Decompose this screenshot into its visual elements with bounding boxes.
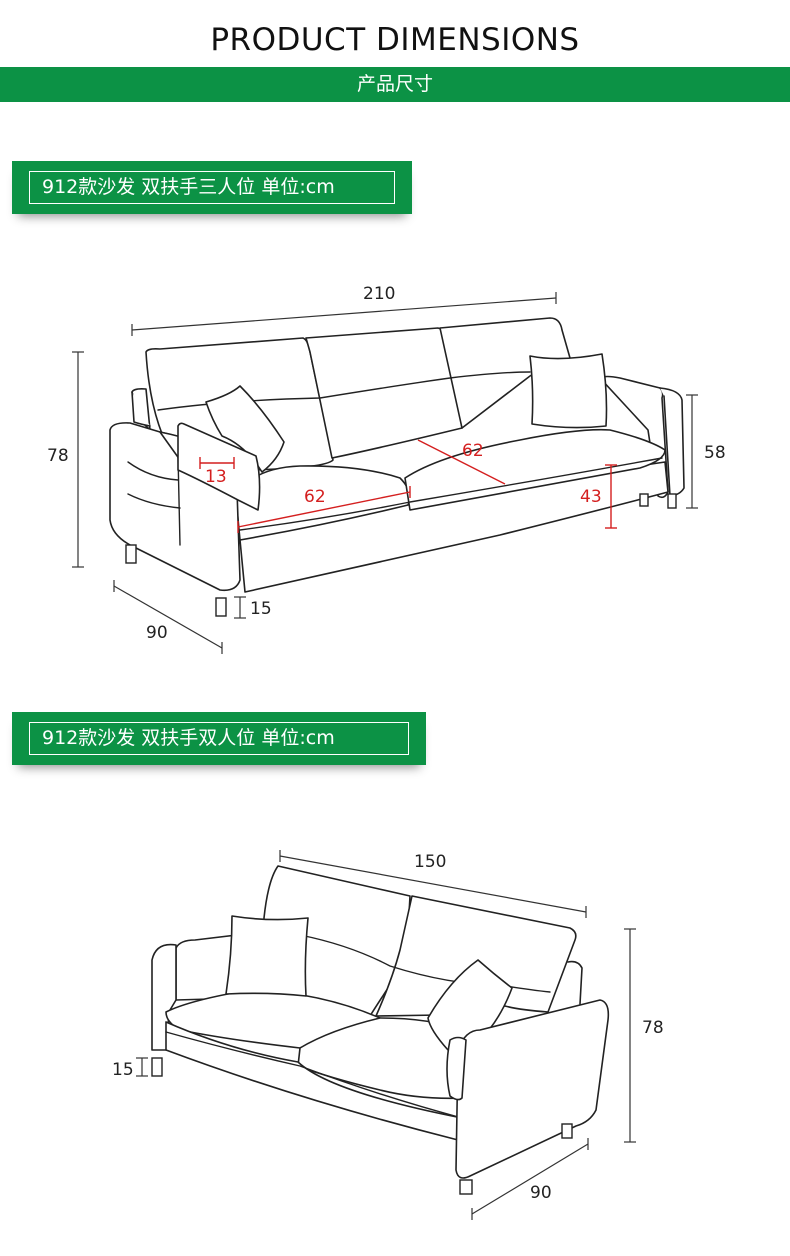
three-seat-depth-label: 90 (146, 623, 168, 643)
leg-right-2 (561, 1123, 573, 1139)
two-seat-section-tag: 912款沙发 双扶手双人位 单位:cm (12, 712, 426, 765)
pillow-left (205, 385, 285, 473)
leg-left-front (125, 544, 137, 564)
two-seat-width-label: 150 (414, 852, 446, 872)
back-cushion-middle (305, 327, 463, 459)
three-seat-seat-depth-label: 62 (462, 441, 484, 461)
right-arm (599, 375, 669, 499)
two-seat-depth-label: 90 (530, 1183, 552, 1203)
leg-front-2 (459, 1179, 473, 1195)
two-seat-dimensions: 150 78 90 15 (112, 850, 664, 1220)
three-seat-sofa-drawing (109, 317, 685, 617)
three-seat-width-label: 210 (363, 284, 395, 304)
page-title: PRODUCT DIMENSIONS (210, 22, 580, 58)
right-arm-2 (455, 999, 610, 1179)
seat-cushion-right (404, 428, 666, 511)
pillow-right (529, 353, 608, 429)
seat-cushion-left (235, 465, 411, 541)
three-seat-leg-label: 15 (250, 599, 272, 619)
pillow-left-2 (225, 915, 309, 997)
three-seat-seat-height-label: 43 (580, 487, 602, 507)
three-seat-height-label: 78 (47, 446, 69, 466)
back-cushion-right-2 (375, 895, 577, 1017)
leg-left-2 (151, 1057, 163, 1077)
three-seat-seat-width-label: 62 (304, 487, 326, 507)
leg-front-mid (215, 597, 227, 617)
two-seat-leg-label: 15 (112, 1060, 134, 1080)
subtitle-bar: 产品尺寸 (0, 67, 790, 102)
three-seat-arm-width-label: 13 (205, 467, 227, 487)
three-seat-section-tag: 912款沙发 双扶手三人位 单位:cm (12, 161, 412, 214)
two-seat-label: 912款沙发 双扶手双人位 单位:cm (29, 722, 409, 755)
leg-right-back (667, 493, 677, 509)
three-seat-arm-height-label: 58 (704, 443, 726, 463)
two-seat-sofa-drawing (151, 865, 610, 1195)
two-seat-height-label: 78 (642, 1018, 664, 1038)
three-seat-label: 912款沙发 双扶手三人位 单位:cm (29, 171, 395, 204)
three-seat-dimensions: 210 78 58 90 15 13 62 62 43 (47, 284, 726, 654)
leg-right-front (639, 493, 649, 507)
